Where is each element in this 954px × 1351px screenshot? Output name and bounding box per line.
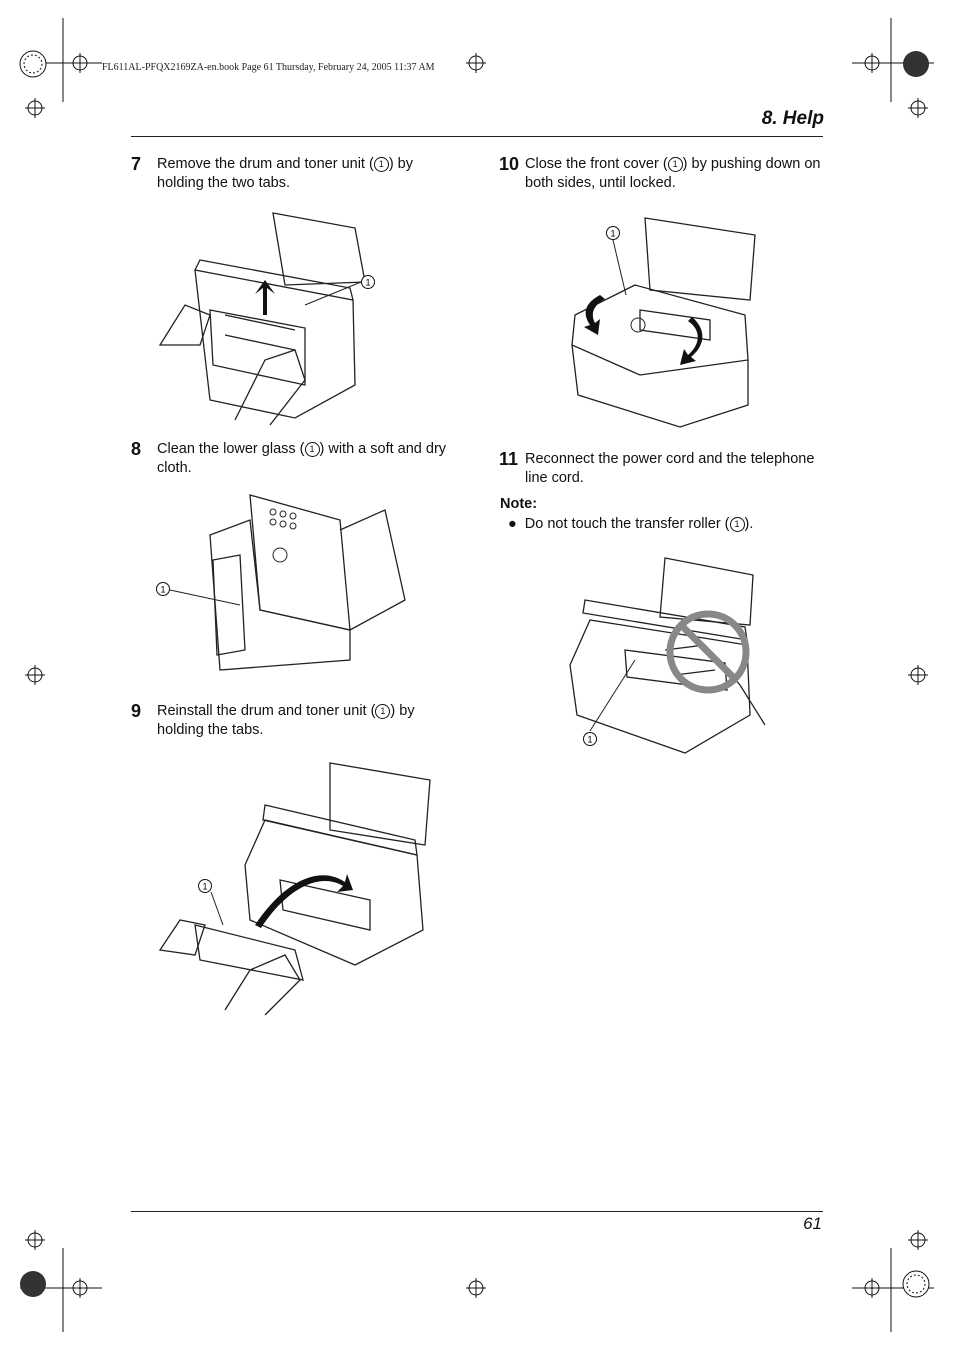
page-number: 61 bbox=[803, 1214, 822, 1233]
reinstall-drum-illustration: 1 bbox=[158, 762, 431, 1016]
top-rule bbox=[131, 136, 823, 137]
note-heading: Note: bbox=[500, 496, 538, 512]
callout-label: 1 bbox=[587, 735, 592, 745]
step-11-text: Reconnect the power cord and the telepho… bbox=[525, 451, 815, 486]
callout-1-icon: 1 bbox=[729, 517, 745, 532]
callout-label: 1 bbox=[365, 278, 370, 288]
step-8-number: 8 bbox=[131, 439, 142, 459]
step-7-number: 7 bbox=[131, 154, 142, 174]
bottom-rule bbox=[131, 1211, 823, 1212]
callout-1-icon: 1 bbox=[304, 442, 320, 457]
close-cover-illustration: 1 bbox=[571, 217, 756, 428]
callout-1-icon: 1 bbox=[373, 157, 389, 172]
note-bullet: ● Do not touch the transfer roller (1). bbox=[508, 516, 754, 532]
remove-drum-illustration: 1 bbox=[158, 212, 375, 426]
section-title: 8. Help bbox=[761, 108, 824, 129]
step-9-text: Reinstall the drum and toner unit (1) by… bbox=[157, 703, 415, 738]
step-11-number: 11 bbox=[499, 449, 519, 469]
bullet-icon: ● bbox=[508, 516, 517, 532]
step-9-number: 9 bbox=[131, 701, 142, 721]
callout-label: 1 bbox=[202, 882, 207, 892]
step-10-text: Close the front cover (1) by pushing dow… bbox=[525, 156, 821, 191]
step-7-text: Remove the drum and toner unit (1) by ho… bbox=[157, 156, 413, 191]
callout-1-icon: 1 bbox=[375, 704, 391, 719]
callout-label: 1 bbox=[610, 229, 615, 239]
step-10-number: 10 bbox=[499, 154, 520, 174]
book-file-header: FL611AL-PFQX2169ZA-en.book Page 61 Thurs… bbox=[102, 62, 435, 73]
callout-label: 1 bbox=[160, 585, 165, 595]
transfer-roller-warning-illustration: 1 bbox=[569, 557, 766, 754]
step-8-text: Clean the lower glass (1) with a soft an… bbox=[157, 441, 447, 476]
callout-1-icon: 1 bbox=[667, 157, 683, 172]
clean-glass-illustration: 1 bbox=[156, 494, 406, 671]
